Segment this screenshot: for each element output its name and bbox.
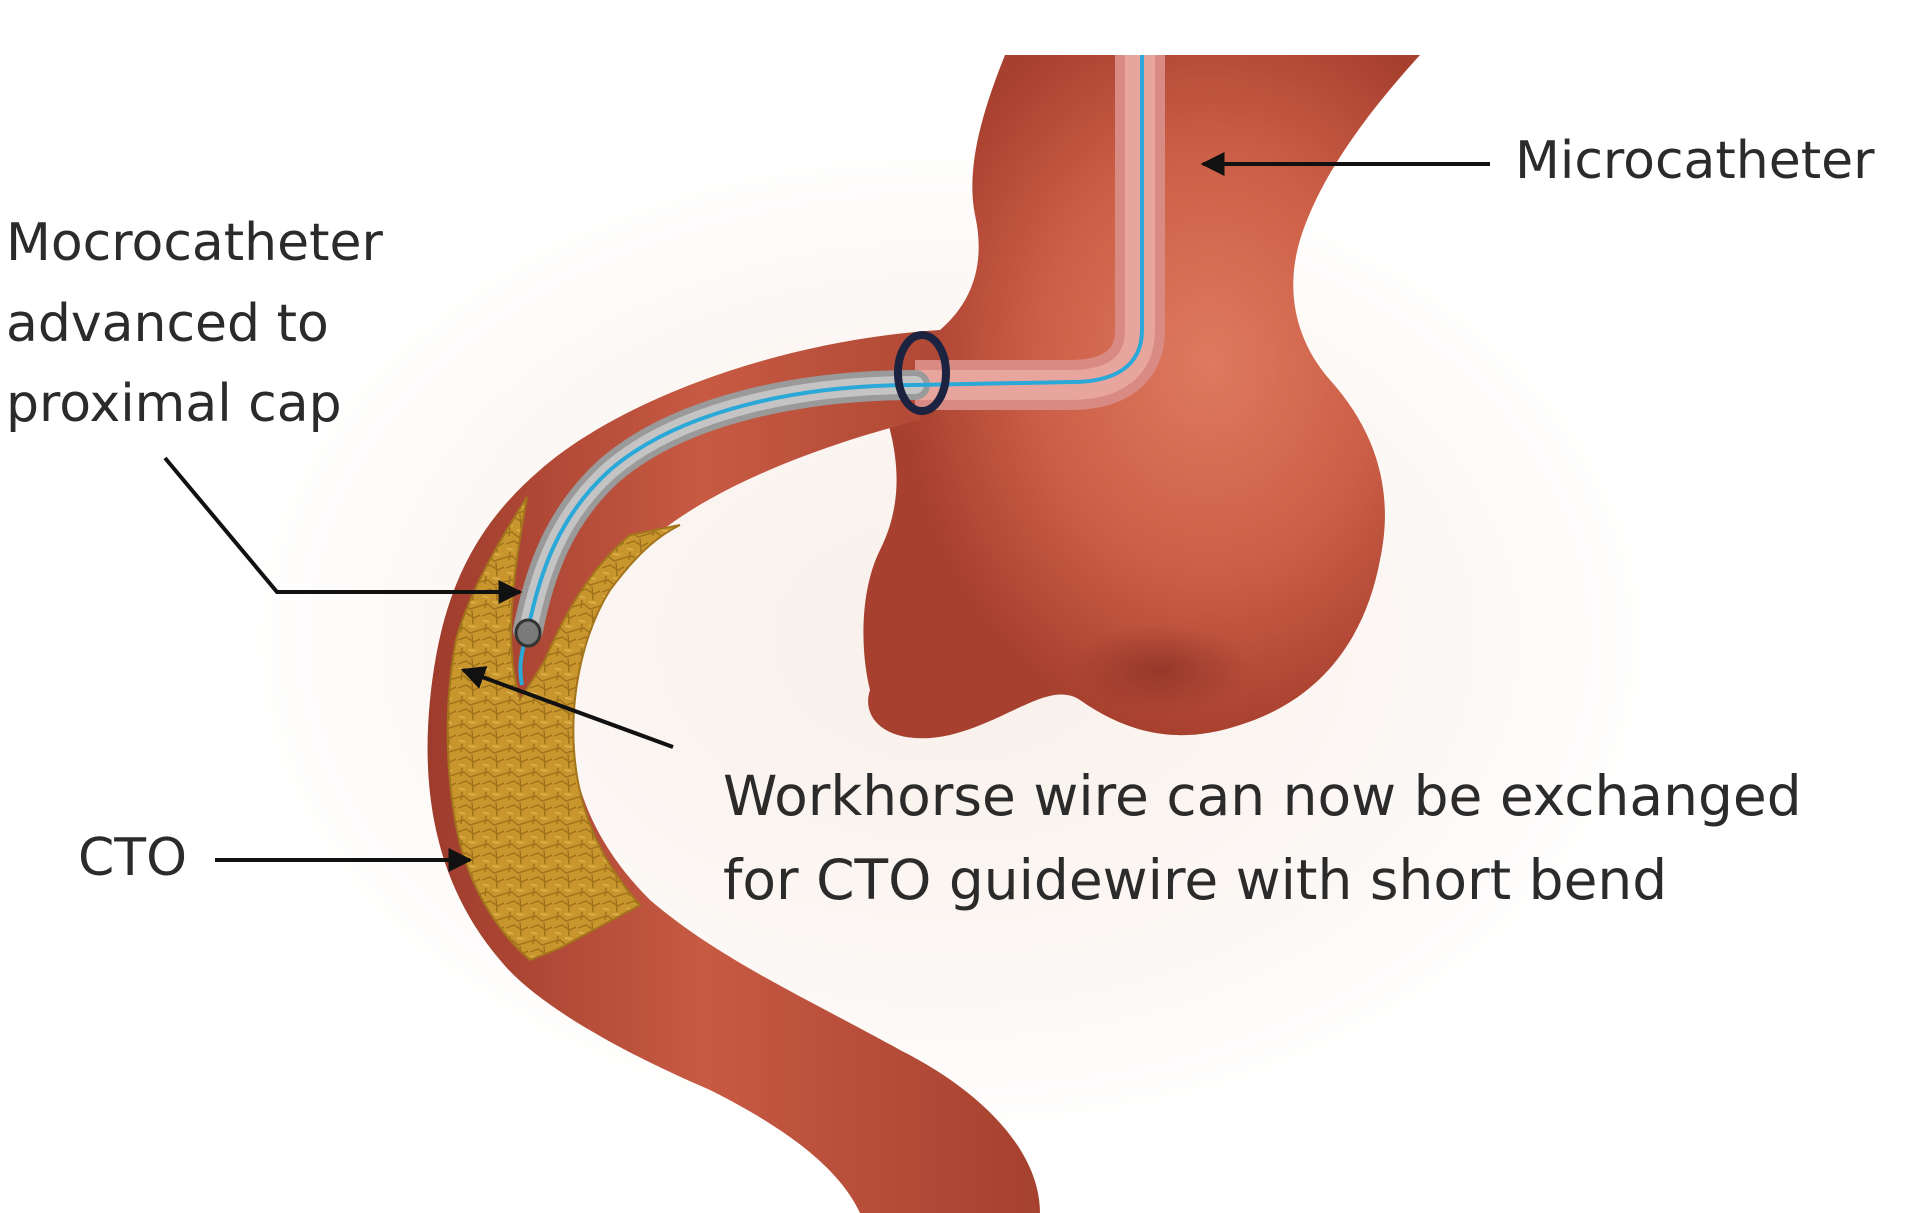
branch-vessel [427,330,1041,1213]
label-mocrocatheter-line-2: advanced to [6,293,329,354]
aortic-body [863,55,1420,739]
label-cto: CTO [78,828,188,888]
label-mocrocatheter-line-3: proximal cap [6,374,342,435]
label-workhorse: Workhorse wire can now be exchanged for … [723,755,1802,922]
label-mocrocatheter-line-1: Mocrocatheter [6,213,383,273]
label-workhorse-line-1: Workhorse wire can now be exchanged [723,764,1802,828]
body-shadow [1070,625,1250,715]
label-workhorse-line-2: for CTO guidewire with short bend [723,847,1668,912]
label-microcatheter: Microcatheter [1515,131,1875,191]
catheter-tip [514,618,542,648]
arrow-mocrocatheter [163,456,523,604]
label-mocrocatheter: Mocrocatheter advanced to proximal cap [6,203,383,445]
ostium-ring [894,331,950,415]
cto-plaque [446,496,681,962]
arrow-workhorse [460,666,674,749]
